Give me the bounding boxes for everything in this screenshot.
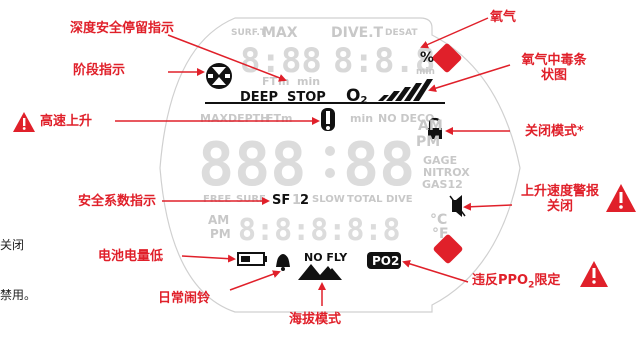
leader-ascent-alarm xyxy=(463,202,513,211)
lcd-sf2: 2 xyxy=(300,193,309,208)
lcd-colon-bottom xyxy=(325,168,335,178)
lcd-no-fly: NO FLY xyxy=(304,251,348,264)
lock-icon xyxy=(428,117,442,139)
label-lock-mode: 关闭模式* xyxy=(525,124,584,139)
lcd-pm: PM xyxy=(210,227,231,241)
lcd-surf-t: SURF.T xyxy=(231,28,267,38)
leader-battery xyxy=(181,254,236,263)
lcd-sf: SF xyxy=(272,193,290,208)
side-fragment-2: 禁用。 xyxy=(0,288,37,302)
lcd-outline xyxy=(159,17,521,313)
oxygen-bar-graph xyxy=(378,79,433,101)
label-safety-factor: 安全系数指示 xyxy=(78,194,157,209)
lcd-max: MAX xyxy=(262,25,298,41)
leader-daily-alarm xyxy=(229,270,281,291)
bell-icon xyxy=(276,254,290,271)
label-daily-alarm: 日常闹铃 xyxy=(158,291,211,306)
lcd-total: TOTAL xyxy=(347,194,383,205)
side-fragment-1: 关闭 xyxy=(0,238,25,252)
label-depth-stop: 深度安全停留指示 xyxy=(70,21,175,36)
lcd-deep: DEEP xyxy=(240,90,278,105)
label-rapid-ascent: 高速上升 xyxy=(40,114,93,129)
lcd-pm-top: PM xyxy=(416,134,440,150)
battery-icon xyxy=(237,252,267,266)
lcd-bottom-digits: 8:8:8:8:8 xyxy=(238,213,401,248)
lcd-dive: DIVE xyxy=(386,194,413,205)
lcd-min-top: min xyxy=(297,75,320,88)
lcd-dive-t: DIVE.T xyxy=(331,25,384,41)
ascent-alarm-off-icon xyxy=(449,195,466,217)
label-oxygen-toxicity: 氧气中毒条 状图 xyxy=(521,53,587,83)
lcd-min-mid: min xyxy=(350,112,373,125)
lcd-min-right: min xyxy=(416,67,435,77)
lcd-desat: DESAT xyxy=(385,28,418,38)
lcd-time-digits: 88 xyxy=(343,130,415,200)
lcd-slow: SLOW xyxy=(312,194,345,205)
label-ascent-alarm-off: 上升速度警报 关闭 xyxy=(520,184,599,214)
lcd-nitrox: NITROX xyxy=(423,166,470,179)
bottom-right-button-marker xyxy=(433,234,463,264)
label-ppo2-violation: 违反PPO2限定 xyxy=(472,273,561,291)
lcd-gage: GAGE xyxy=(423,154,457,167)
lcd-maxdepth: MAXDEPTH xyxy=(200,112,269,125)
label-oxygen: 氧气 xyxy=(490,10,517,25)
warning-triangle-icon-left xyxy=(13,112,35,132)
lcd-o2: O2 xyxy=(346,86,367,106)
altitude-mountain-icon xyxy=(298,264,342,280)
lcd-free: FREE xyxy=(203,194,231,205)
leader-oxygen-toxicity xyxy=(428,64,511,93)
lcd-am: AM xyxy=(208,213,229,227)
lcd-am-top: AM xyxy=(418,118,443,134)
lcd-gas12: GAS12 xyxy=(422,178,463,191)
po2-badge: PO2 xyxy=(367,252,401,269)
lcd-surf: SURF xyxy=(236,194,266,205)
leader-ppo2 xyxy=(402,259,469,283)
leader-depth-stop xyxy=(167,34,287,82)
label-battery-low: 电池电量低 xyxy=(98,249,164,264)
lcd-percent: % xyxy=(420,50,434,66)
label-stage: 阶段指示 xyxy=(73,63,126,78)
warning-triangle-icon-right xyxy=(606,184,636,212)
lcd-stop: STOP xyxy=(287,90,326,105)
stage-icon xyxy=(206,63,232,89)
lcd-ft: FT xyxy=(262,75,278,88)
lcd-sf1: 1 xyxy=(292,193,301,208)
lcd-m: m xyxy=(278,75,289,88)
lcd-colon-top xyxy=(325,146,335,156)
lcd-no-deco: NO DECO xyxy=(378,112,434,125)
label-altitude-mode: 海拔模式 xyxy=(289,312,342,327)
warning-triangle-icon-ppo2 xyxy=(580,261,608,287)
lcd-ft-m: FTm xyxy=(266,112,292,125)
leader-oxygen xyxy=(420,17,489,49)
lcd-deg-c: °C xyxy=(430,212,447,228)
lcd-depth-digits: 888 xyxy=(198,130,306,200)
lcd-top-digits-right: 8:8.8 xyxy=(333,41,435,81)
svg-text:PO2: PO2 xyxy=(372,254,399,268)
rapid-ascent-icon xyxy=(321,108,335,131)
top-right-button-marker xyxy=(432,43,462,73)
